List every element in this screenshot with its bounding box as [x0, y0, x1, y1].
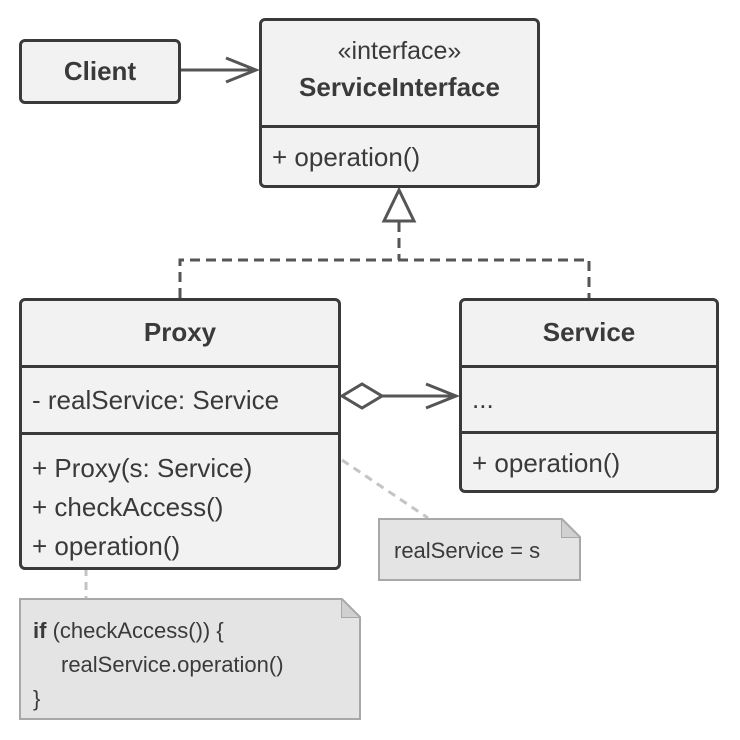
service-fields: ... — [462, 365, 716, 431]
service-box: Service ... + operation() — [459, 298, 719, 493]
service-methods: + operation() — [462, 431, 716, 479]
operation-note-line-2: realService.operation() — [61, 652, 284, 677]
service-interface-box: «interface» ServiceInterface + operation… — [259, 18, 540, 188]
constructor-note: realService = s — [378, 518, 581, 581]
service-field: ... — [472, 384, 494, 414]
note-fold-icon — [561, 518, 581, 538]
proxy-method: + checkAccess() — [32, 492, 224, 522]
service-interface-stereotype: «interface» — [337, 37, 462, 65]
note-fold-icon — [341, 598, 361, 618]
service-interface-methods: + operation() — [262, 125, 537, 185]
operation-note-line-1: if (checkAccess()) { — [33, 614, 359, 648]
proxy-method: + Proxy(s: Service) — [32, 453, 253, 483]
client-title: Client — [63, 56, 137, 86]
operation-note-line-3: } — [33, 686, 41, 711]
constructor-note-connector — [341, 458, 429, 520]
realization-branches — [178, 258, 591, 298]
proxy-method: + operation() — [32, 531, 181, 561]
service-interface-title: ServiceInterface — [299, 72, 500, 102]
aggregation-arrowhead — [425, 382, 461, 410]
operation-note: if (checkAccess()) { realService.operati… — [19, 598, 361, 720]
service-title: Service — [542, 317, 636, 347]
operation-note-condition: (checkAccess()) { — [46, 618, 224, 643]
service-header: Service — [462, 301, 716, 365]
constructor-note-text: realService = s — [394, 538, 541, 563]
service-method: + operation() — [472, 448, 621, 478]
client-box: Client — [19, 39, 181, 104]
service-interface-method: + operation() — [272, 142, 421, 172]
realization-triangle — [381, 186, 417, 223]
proxy-methods: + Proxy(s: Service) + checkAccess() + op… — [22, 432, 338, 566]
client-association-arrowhead — [225, 56, 261, 84]
proxy-box: Proxy - realService: Service + Proxy(s: … — [19, 298, 341, 570]
aggregation-diamond — [339, 382, 385, 410]
proxy-header: Proxy — [22, 301, 338, 365]
proxy-title: Proxy — [143, 317, 217, 347]
service-interface-header: «interface» ServiceInterface — [262, 21, 537, 125]
proxy-field: - realService: Service — [32, 385, 280, 415]
operation-note-if-keyword: if — [33, 618, 47, 643]
proxy-fields: - realService: Service — [22, 365, 338, 432]
